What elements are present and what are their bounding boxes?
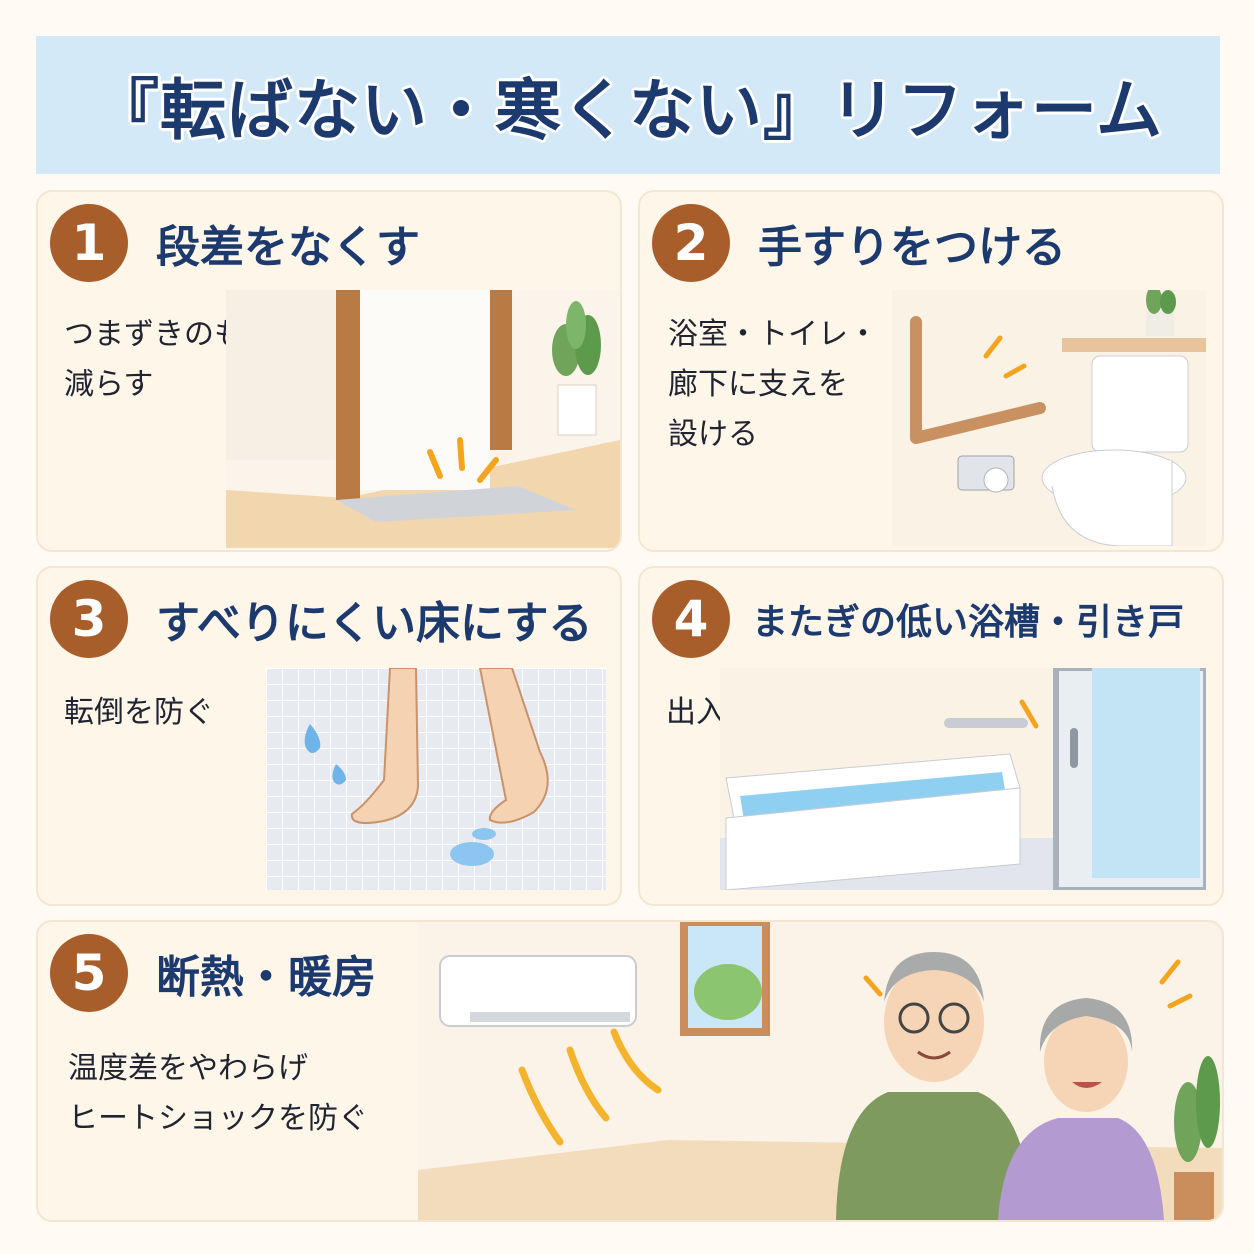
card-description: 転倒を防ぐ <box>64 695 214 730</box>
page-title: 『転ばない・寒くない』リフォーム <box>92 72 1164 149</box>
card-description: 温度差をやわらげ ヒートショックを防ぐ <box>68 1051 368 1136</box>
step-number-badge: 4 <box>652 580 730 658</box>
wet-floor-feet-illustration <box>266 668 606 890</box>
toilet-handrail-illustration <box>892 290 1206 546</box>
card-title: またぎの低い浴槽・引き戸 <box>752 602 1185 643</box>
card-title: 手すりをつける <box>758 222 1066 273</box>
title-banner: 『転ばない・寒くない』リフォーム <box>36 36 1220 174</box>
card-insulation-heating: 5 断熱・暖房 温度差をやわらげ ヒートショックを防ぐ <box>36 920 1224 1222</box>
heating-room-illustration <box>418 922 1222 1220</box>
card-handrails: 2 手すりをつける 浴室・トイレ・ 廊下に支えを 設ける <box>638 190 1224 552</box>
card-remove-steps: 1 段差をなくす つまずきのもとを 減らす <box>36 190 622 552</box>
card-title: 断熱・暖房 <box>156 952 376 1003</box>
step-number-badge: 3 <box>50 580 128 658</box>
card-low-bathtub: 4 またぎの低い浴槽・引き戸 出入りをしやすく <box>638 566 1224 906</box>
card-title: 段差をなくす <box>156 222 420 273</box>
card-title: すべりにくい床にする <box>156 598 593 649</box>
step-number-badge: 2 <box>652 204 730 282</box>
step-number-badge: 5 <box>50 934 128 1012</box>
card-nonslip-floor: 3 すべりにくい床にする 転倒を防ぐ <box>36 566 622 906</box>
card-description: 浴室・トイレ・ 廊下に支えを 設ける <box>668 317 878 452</box>
step-number-badge: 1 <box>50 204 128 282</box>
doorway-illustration <box>226 290 620 548</box>
bathtub-sliding-door-illustration <box>720 668 1206 890</box>
